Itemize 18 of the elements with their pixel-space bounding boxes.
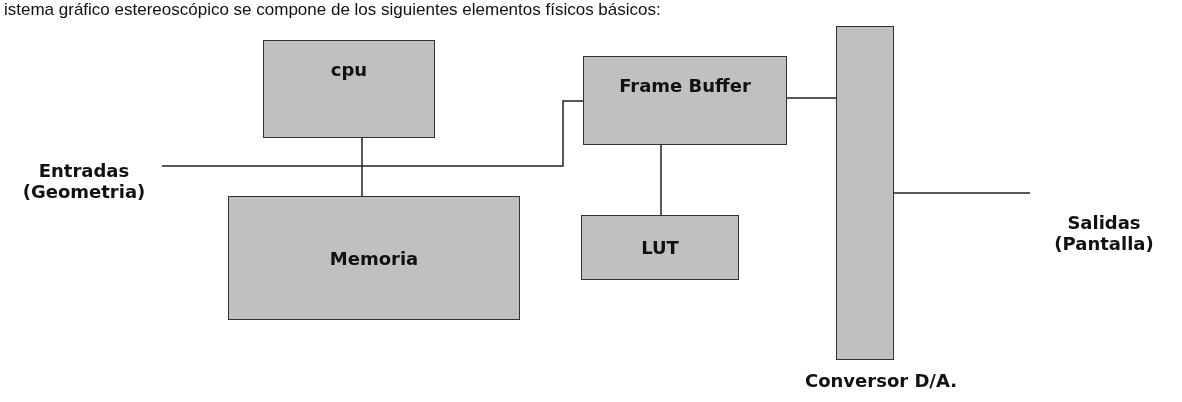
box-label: LUT (641, 237, 679, 258)
connector-line (893, 192, 1031, 194)
connector-line (361, 137, 363, 197)
box-label: cpu (330, 59, 368, 80)
connector-line (786, 97, 837, 99)
process-box (581, 215, 739, 280)
box-label: Memoria (329, 247, 419, 269)
process-box (583, 56, 787, 145)
converter-bar (836, 26, 894, 360)
process-box (228, 196, 520, 320)
process-box (263, 40, 435, 138)
intro-sentence: istema gráfico estereoscópico se compone de los siguientes elementos físicos básicos: (4, 0, 661, 20)
connector-line (660, 144, 662, 216)
connector-line (161, 100, 584, 167)
component-label: Conversor D/A. (803, 370, 959, 391)
box-label: Frame Buffer (619, 75, 751, 96)
io-label: Salidas (Pantalla) (1053, 212, 1155, 254)
io-label: Entradas (Geometria) (21, 160, 147, 202)
